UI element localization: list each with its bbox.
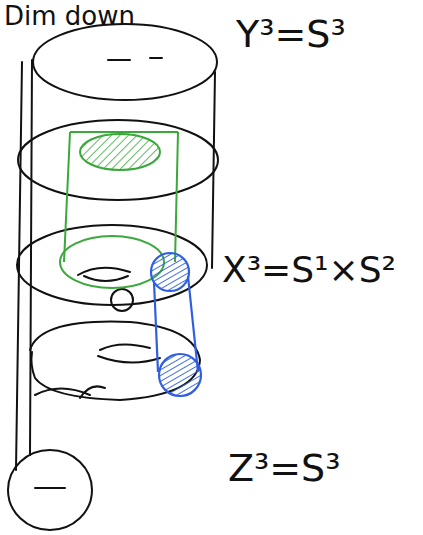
stacked-slices — [8, 24, 218, 530]
slice-mark — [108, 58, 162, 60]
open-slice — [30, 322, 200, 400]
blue-disc — [151, 253, 189, 291]
green-ring — [60, 236, 164, 288]
cylinder-side — [30, 60, 32, 455]
slice-mark — [35, 487, 65, 489]
green-disc — [80, 134, 160, 170]
green-side — [64, 132, 178, 262]
bottom-ball — [8, 450, 92, 530]
open-slice-mark — [35, 386, 105, 398]
space-label: Z³=S³ — [228, 448, 340, 490]
torus-hole — [78, 268, 130, 281]
torus-slice — [17, 225, 207, 305]
blue-cylinder — [151, 253, 201, 396]
blue-disc — [159, 354, 201, 396]
small-circle — [111, 289, 133, 311]
title: Dim down — [4, 2, 135, 31]
open-slice-hole — [98, 344, 160, 362]
space-label: Y³=S³ — [236, 14, 346, 56]
space-label: X³=S¹×S² — [222, 250, 396, 290]
slice-ellipse — [33, 24, 217, 100]
